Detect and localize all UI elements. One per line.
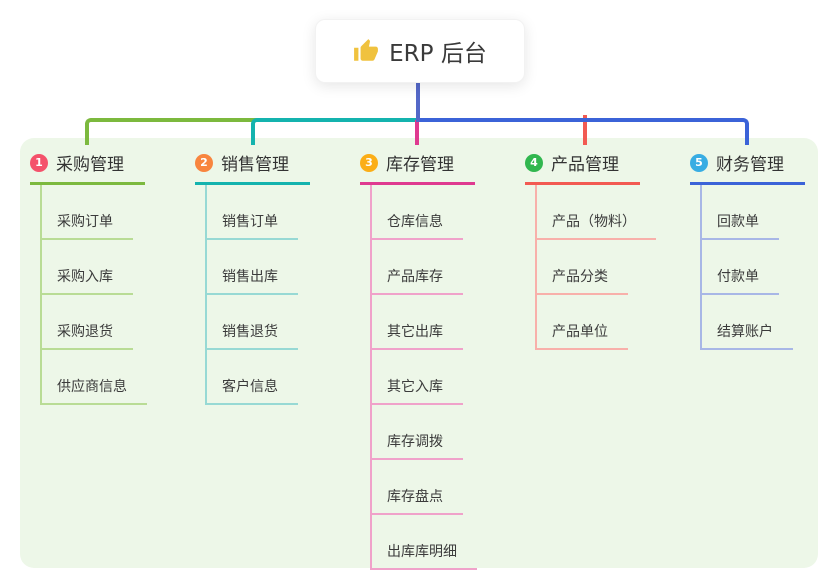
- node-product-category[interactable]: 产品分类: [537, 240, 685, 295]
- node-purchase-inbound[interactable]: 采购入库: [42, 240, 190, 295]
- branch-title: 销售管理: [221, 155, 289, 175]
- branch-purchase: 1 采购管理 采购订单 采购入库 采购退货 供应商信息: [30, 146, 190, 405]
- branch-header-sales[interactable]: 2 销售管理: [195, 146, 310, 185]
- node-other-outbound[interactable]: 其它出库: [372, 295, 520, 350]
- badge-3: 3: [360, 153, 378, 172]
- branch-title: 库存管理: [386, 155, 454, 175]
- branches-panel: [20, 138, 818, 568]
- branch-product: 4 产品管理 产品（物料） 产品分类 产品单位: [525, 146, 685, 350]
- node-stock-taking[interactable]: 库存盘点: [372, 460, 520, 515]
- badge-4: 4: [525, 153, 543, 172]
- node-payment-bill[interactable]: 付款单: [702, 240, 839, 295]
- node-product-stock[interactable]: 产品库存: [372, 240, 520, 295]
- root-label: ERP 后台: [389, 41, 487, 67]
- branch-children: 产品（物料） 产品分类 产品单位: [535, 185, 685, 350]
- connector-branch-3: [415, 120, 419, 145]
- node-receipt-bill[interactable]: 回款单: [702, 185, 839, 240]
- node-product-unit[interactable]: 产品单位: [537, 295, 685, 350]
- node-purchase-order[interactable]: 采购订单: [42, 185, 190, 240]
- connector-branch-2: [251, 118, 419, 145]
- branch-header-finance[interactable]: 5 财务管理: [690, 146, 805, 185]
- badge-1: 1: [30, 153, 48, 172]
- branch-children: 回款单 付款单 结算账户: [700, 185, 839, 350]
- branch-header-purchase[interactable]: 1 采购管理: [30, 146, 145, 185]
- branch-finance: 5 财务管理 回款单 付款单 结算账户: [690, 146, 839, 350]
- node-stock-detail[interactable]: 出库库明细: [372, 515, 520, 570]
- node-supplier-info[interactable]: 供应商信息: [42, 350, 190, 405]
- badge-2: 2: [195, 153, 213, 172]
- root-node[interactable]: ERP 后台: [315, 19, 525, 83]
- node-stock-transfer[interactable]: 库存调拨: [372, 405, 520, 460]
- branch-children: 销售订单 销售出库 销售退货 客户信息: [205, 185, 355, 405]
- node-warehouse-info[interactable]: 仓库信息: [372, 185, 520, 240]
- node-sales-return[interactable]: 销售退货: [207, 295, 355, 350]
- branch-title: 财务管理: [716, 155, 784, 175]
- node-customer-info[interactable]: 客户信息: [207, 350, 355, 405]
- node-purchase-return[interactable]: 采购退货: [42, 295, 190, 350]
- connector-root: [416, 83, 420, 122]
- branch-children: 仓库信息 产品库存 其它出库 其它入库 库存调拨 库存盘点 出库库明细: [370, 185, 520, 570]
- branch-children: 采购订单 采购入库 采购退货 供应商信息: [40, 185, 190, 405]
- branch-sales: 2 销售管理 销售订单 销售出库 销售退货 客户信息: [195, 146, 355, 405]
- connector-branch-5: [417, 118, 749, 145]
- branch-inventory: 3 库存管理 仓库信息 产品库存 其它出库 其它入库 库存调拨 库存盘点 出库库…: [360, 146, 520, 570]
- thumbs-up-icon: [353, 38, 379, 64]
- branch-header-product[interactable]: 4 产品管理: [525, 146, 640, 185]
- node-sales-outbound[interactable]: 销售出库: [207, 240, 355, 295]
- connector-branch-4: [583, 115, 587, 145]
- branch-title: 采购管理: [56, 155, 124, 175]
- node-other-inbound[interactable]: 其它入库: [372, 350, 520, 405]
- branch-title: 产品管理: [551, 155, 619, 175]
- node-settlement-account[interactable]: 结算账户: [702, 295, 839, 350]
- badge-5: 5: [690, 153, 708, 172]
- node-sales-order[interactable]: 销售订单: [207, 185, 355, 240]
- branch-header-inventory[interactable]: 3 库存管理: [360, 146, 475, 185]
- node-product-material[interactable]: 产品（物料）: [537, 185, 685, 240]
